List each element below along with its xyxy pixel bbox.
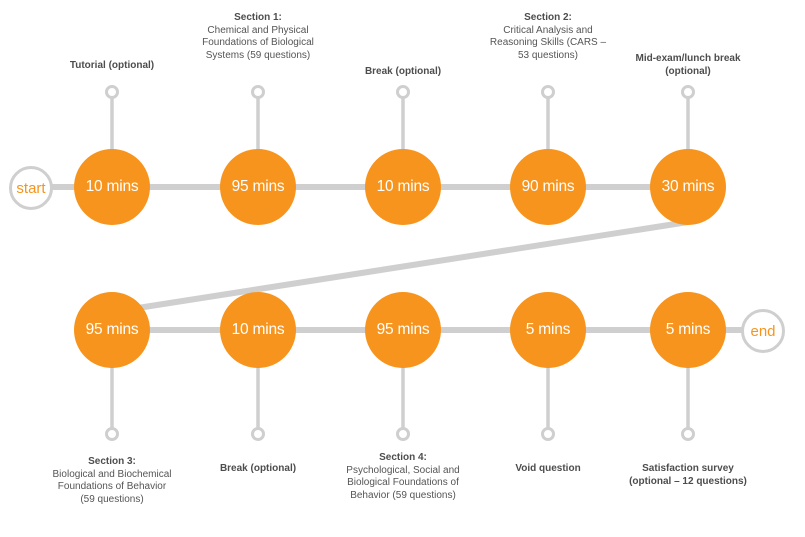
label-title: Section 1: bbox=[234, 12, 282, 23]
step-duration: 10 mins bbox=[231, 321, 285, 338]
label-tutorial: Tutorial (optional) bbox=[37, 60, 187, 73]
step-satisfaction-survey: 5 mins bbox=[650, 292, 726, 368]
step-duration: 10 mins bbox=[85, 178, 139, 195]
step-section-4: 95 mins bbox=[365, 292, 441, 368]
label-satisfaction-survey: Satisfaction survey (optional – 12 quest… bbox=[623, 463, 753, 488]
label-section-1: Section 1: Chemical and Physical Foundat… bbox=[198, 12, 318, 62]
step-duration: 90 mins bbox=[521, 178, 575, 195]
label-title: Section 2: bbox=[524, 12, 572, 23]
label-title: Break (optional) bbox=[364, 66, 442, 77]
label-description: Psychological, Social and Biological Fou… bbox=[346, 464, 460, 501]
pin bbox=[541, 85, 555, 99]
step-section-3: 95 mins bbox=[74, 292, 150, 368]
step-section-2: 90 mins bbox=[510, 149, 586, 225]
label-title: Mid-exam/lunch break (optional) bbox=[635, 53, 741, 77]
pin bbox=[251, 427, 265, 441]
pin bbox=[541, 427, 555, 441]
end-label: end bbox=[750, 322, 776, 340]
label-lunch-break: Mid-exam/lunch break (optional) bbox=[628, 53, 748, 78]
label-description: Chemical and Physical Foundations of Bio… bbox=[202, 24, 314, 61]
step-duration: 95 mins bbox=[85, 321, 139, 338]
step-break-2: 10 mins bbox=[220, 292, 296, 368]
pin bbox=[396, 85, 410, 99]
pin bbox=[105, 85, 119, 99]
step-lunch-break: 30 mins bbox=[650, 149, 726, 225]
diagonal-connector bbox=[111, 219, 689, 315]
label-title: Satisfaction survey (optional – 12 quest… bbox=[629, 463, 747, 487]
pin bbox=[105, 427, 119, 441]
label-section-3: Section 3: Biological and Biochemical Fo… bbox=[52, 456, 172, 506]
step-tutorial: 10 mins bbox=[74, 149, 150, 225]
step-break-1: 10 mins bbox=[365, 149, 441, 225]
label-break-1: Break (optional) bbox=[328, 66, 478, 79]
label-title: Void question bbox=[515, 463, 581, 474]
step-duration: 10 mins bbox=[376, 178, 430, 195]
step-duration: 5 mins bbox=[525, 321, 571, 338]
label-title: Tutorial (optional) bbox=[69, 60, 155, 71]
label-section-2: Section 2: Critical Analysis and Reasoni… bbox=[488, 12, 608, 62]
label-title: Break (optional) bbox=[219, 463, 297, 474]
step-duration: 5 mins bbox=[665, 321, 711, 338]
label-section-4: Section 4: Psychological, Social and Bio… bbox=[343, 452, 463, 502]
start-label: start bbox=[16, 179, 46, 197]
label-void-question: Void question bbox=[473, 463, 623, 476]
step-section-1: 95 mins bbox=[220, 149, 296, 225]
start-node: start bbox=[9, 166, 53, 210]
label-description: Biological and Biochemical Foundations o… bbox=[52, 468, 172, 505]
pin bbox=[396, 427, 410, 441]
step-duration: 30 mins bbox=[661, 178, 715, 195]
pin bbox=[681, 85, 695, 99]
step-duration: 95 mins bbox=[231, 178, 285, 195]
step-void-question: 5 mins bbox=[510, 292, 586, 368]
label-title: Section 4: bbox=[379, 452, 427, 463]
end-node: end bbox=[741, 309, 785, 353]
step-duration: 95 mins bbox=[376, 321, 430, 338]
pin bbox=[251, 85, 265, 99]
label-title: Section 3: bbox=[88, 456, 136, 467]
label-description: Critical Analysis and Reasoning Skills (… bbox=[489, 24, 607, 61]
label-break-2: Break (optional) bbox=[183, 463, 333, 476]
pin bbox=[681, 427, 695, 441]
